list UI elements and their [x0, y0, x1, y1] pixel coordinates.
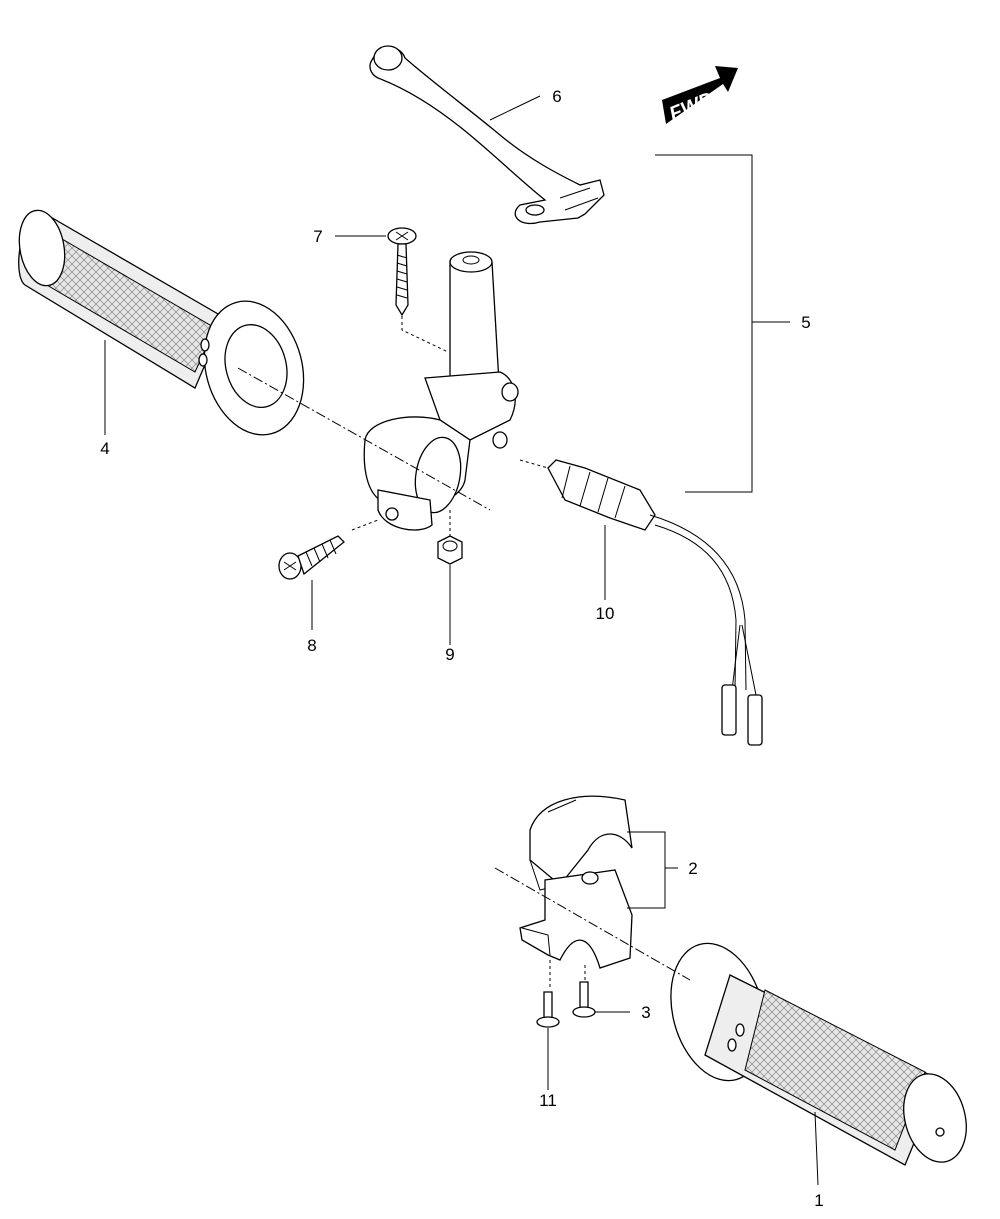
- screw-3: [572, 981, 596, 1018]
- brake-lever: [369, 45, 605, 225]
- screw-7: [387, 227, 417, 317]
- nut-9: [437, 535, 463, 565]
- clamp: [519, 795, 633, 969]
- callout-4: 4: [100, 439, 109, 458]
- callout-9: 9: [445, 645, 454, 664]
- leader-lines: [104, 95, 819, 1186]
- callout-7: 7: [313, 227, 322, 246]
- callout-labels: 1 2 3 4 5 6 7 8 9 10 11: [100, 87, 823, 1210]
- callout-6: 6: [552, 87, 561, 106]
- callout-1: 1: [814, 1191, 823, 1210]
- left-grip: [18, 209, 305, 436]
- callout-8: 8: [307, 636, 316, 655]
- screw-8: [278, 535, 345, 580]
- brake-switch: [547, 459, 763, 746]
- master-cylinder-body: [363, 251, 519, 531]
- callout-10: 10: [596, 604, 615, 623]
- callout-11: 11: [539, 1091, 557, 1110]
- right-grip: [670, 942, 967, 1166]
- callout-3: 3: [641, 1003, 650, 1022]
- callout-2: 2: [688, 859, 697, 878]
- callout-5: 5: [801, 313, 810, 332]
- fwd-arrow-icon: FWD: [662, 66, 738, 126]
- screw-11: [536, 991, 560, 1028]
- assembly-lines: [237, 316, 691, 990]
